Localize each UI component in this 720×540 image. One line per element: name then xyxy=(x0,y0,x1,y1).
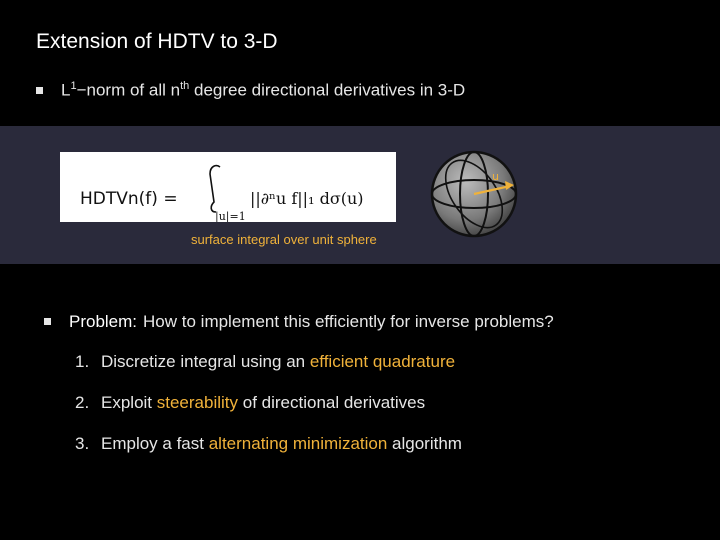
problem-text: How to implement this efficiently for in… xyxy=(143,312,554,331)
problem-bullet: Problem: How to implement this efficient… xyxy=(44,312,554,332)
bullet-mid: −norm of all n xyxy=(76,80,181,100)
list-item: 2. Exploit steerability of directional d… xyxy=(75,393,462,434)
bullet-text: L1−norm of all nth degree directional de… xyxy=(61,80,465,101)
vector-arrowhead-icon xyxy=(505,181,514,190)
formula-card: HDTVn(f) = |u|=1 ||∂ⁿu f||₁ dσ(u) xyxy=(60,152,396,222)
step-number: 3. xyxy=(75,434,90,453)
formula-image: HDTVn(f) = |u|=1 ||∂ⁿu f||₁ dσ(u) xyxy=(80,164,364,222)
step-highlight: alternating minimization xyxy=(208,434,388,453)
direction-vector xyxy=(473,184,511,196)
bullet-sup-1: 1 xyxy=(70,80,77,92)
bullet-sup-th: th xyxy=(180,80,190,92)
step-text-before: Discretize integral using an xyxy=(101,352,310,371)
step-text: Discretize integral using an efficient q… xyxy=(101,352,455,393)
step-text: Employ a fast alternating minimization a… xyxy=(101,434,462,475)
sphere-u-label: u xyxy=(492,170,499,183)
slide-title: Extension of HDTV to 3-D xyxy=(36,30,278,53)
step-text: Exploit steerability of directional deri… xyxy=(101,393,425,434)
formula-caption: surface integral over unit sphere xyxy=(191,232,377,247)
formula-rhs: ||∂ⁿu f||₁ dσ(u) xyxy=(250,189,364,208)
bullet-l1-norm: L1−norm of all nth degree directional de… xyxy=(36,80,465,101)
list-item: 3. Employ a fast alternating minimizatio… xyxy=(75,434,462,475)
list-item: 1. Discretize integral using an efficien… xyxy=(75,352,462,393)
integral-bound: |u|=1 xyxy=(215,210,246,222)
step-text-before: Employ a fast xyxy=(101,434,209,453)
formula-lhs: HDTVn(f) = xyxy=(80,189,178,209)
step-highlight: steerability xyxy=(156,393,239,412)
bullet-square-icon xyxy=(44,318,51,325)
steps-list: 1. Discretize integral using an efficien… xyxy=(75,352,462,475)
bullet-suffix: degree directional derivatives in 3-D xyxy=(189,80,466,100)
step-text-after: algorithm xyxy=(387,434,462,453)
step-highlight: efficient quadrature xyxy=(309,352,456,371)
formula-band: HDTVn(f) = |u|=1 ||∂ⁿu f||₁ dσ(u) u surf xyxy=(0,126,720,264)
step-number: 1. xyxy=(75,352,90,371)
step-text-before: Exploit xyxy=(101,393,157,412)
problem-label: Problem: xyxy=(69,312,138,331)
integral-sign-icon xyxy=(209,164,221,213)
bullet-square-icon xyxy=(36,86,43,94)
unit-sphere-icon: u xyxy=(430,150,518,238)
step-number: 2. xyxy=(75,393,90,412)
bullet-prefix: L xyxy=(61,80,71,100)
unit-sphere-figure: u xyxy=(428,148,520,245)
step-text-after: of directional derivatives xyxy=(238,393,426,412)
